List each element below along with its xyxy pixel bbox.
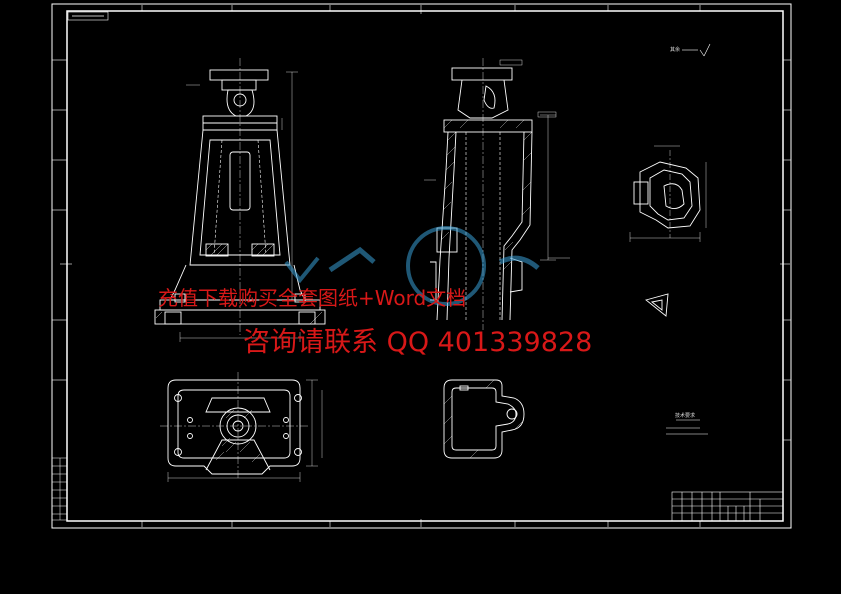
zone-markers — [52, 5, 791, 527]
inner-frame — [66, 10, 784, 522]
section-c-c-dimensions — [629, 145, 707, 242]
top-view-hatch — [215, 409, 261, 463]
top-view-dimensions — [167, 379, 323, 482]
section-a-a-view — [430, 67, 533, 321]
section-a-a-dimensions — [424, 59, 570, 261]
revision-strip — [51, 457, 68, 521]
section-c-c-view — [633, 150, 701, 238]
technical-requirements — [666, 419, 708, 435]
watermark-line-1: 充值下载购买全套图纸+Word文档 — [158, 286, 467, 310]
section-b-b-view — [645, 293, 669, 317]
watermark-line-2: 咨询请联系 QQ 401339828 — [243, 327, 593, 358]
watermark-logo — [284, 226, 540, 306]
outer-border — [51, 3, 792, 529]
section-d-d-view — [443, 379, 525, 459]
roughness-label: 其余 — [670, 47, 681, 53]
roughness-note — [682, 43, 711, 57]
front-view-dimensions — [179, 71, 301, 342]
section-d-d-hatch — [443, 379, 523, 459]
front-view-hatch — [155, 243, 323, 325]
title-block — [671, 491, 784, 522]
technical-requirements-title: 技术要求 — [675, 413, 696, 419]
drawing-number-box — [67, 11, 109, 21]
section-a-a-hatch — [440, 119, 533, 271]
